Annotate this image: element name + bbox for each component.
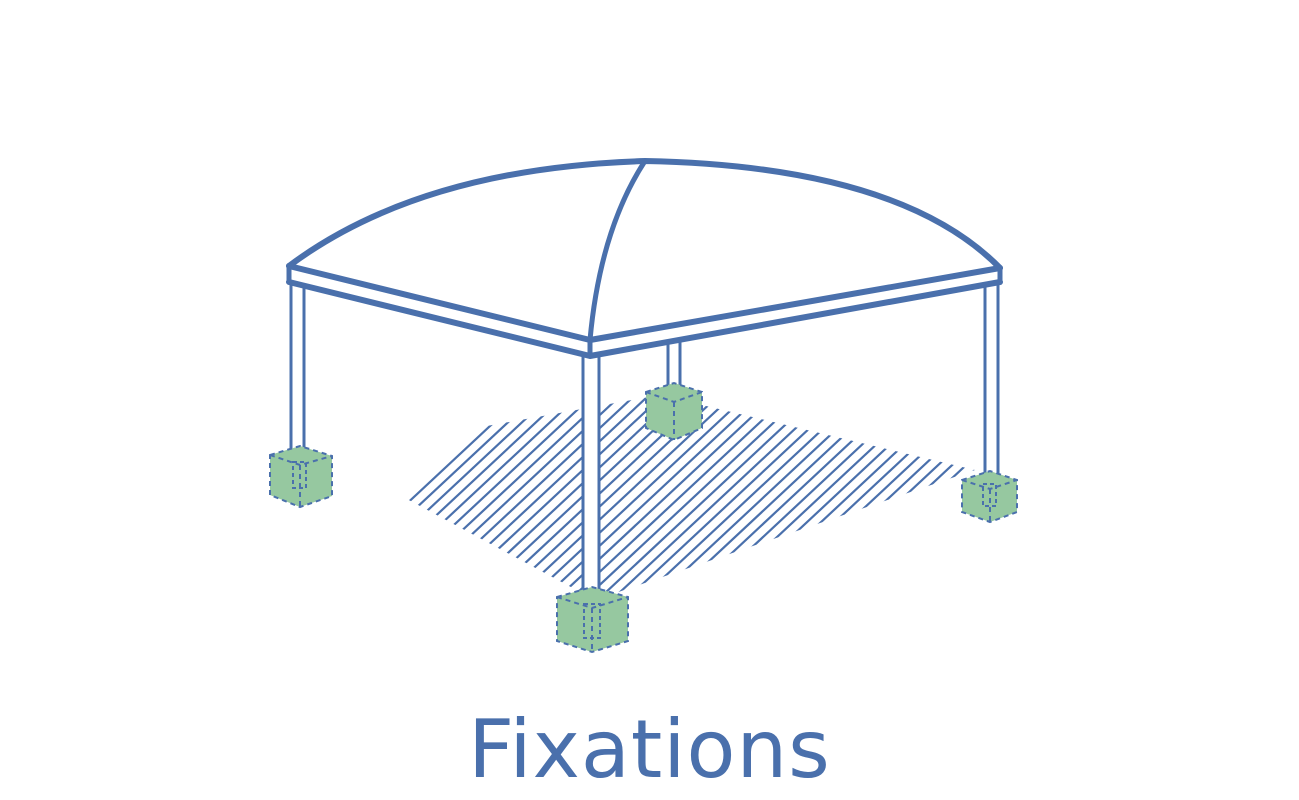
- hatch-line: [697, 395, 975, 600]
- hatch-line: [487, 395, 789, 600]
- hatch-line: [992, 370, 1292, 650]
- ground-weight-block-icon: [645, 381, 703, 442]
- hatch-line: [893, 395, 975, 600]
- hatch-line: [795, 395, 975, 600]
- ground-weight-block-icon: [961, 469, 1018, 524]
- hatch-line: [325, 395, 607, 600]
- hatch-line: [1048, 370, 1299, 650]
- hatch-line: [325, 395, 593, 600]
- ground-weight-block-icon: [556, 585, 629, 654]
- tent-canopy-icon: [286, 158, 1003, 359]
- hatch-line: [978, 370, 1278, 650]
- hatch-line: [1062, 370, 1299, 650]
- hatch-line: [767, 395, 975, 600]
- hatch-line: [809, 395, 975, 600]
- right-pole: [983, 280, 1000, 480]
- hatch-line: [325, 395, 565, 600]
- front-pole: [581, 350, 601, 600]
- ground-weight-block-icon: [269, 444, 333, 509]
- hatch-line: [879, 395, 975, 600]
- hatch-line: [389, 395, 691, 600]
- hatch-line: [1006, 370, 1299, 650]
- hatch-line: [907, 395, 975, 600]
- page-title: Fixations: [468, 703, 831, 796]
- hatch-line: [375, 395, 677, 600]
- hatch-line: [361, 395, 663, 600]
- hatch-line: [1076, 370, 1299, 650]
- hatch-line: [325, 395, 579, 600]
- hatch-line: [459, 395, 761, 600]
- hatch-line: [325, 395, 621, 600]
- hatch-line: [781, 395, 975, 600]
- hatch-line: [1020, 370, 1299, 650]
- left-pole: [289, 280, 306, 458]
- ground-shadow-hatch: [325, 370, 1299, 650]
- hatch-line: [1034, 370, 1299, 650]
- hatch-line: [473, 395, 775, 600]
